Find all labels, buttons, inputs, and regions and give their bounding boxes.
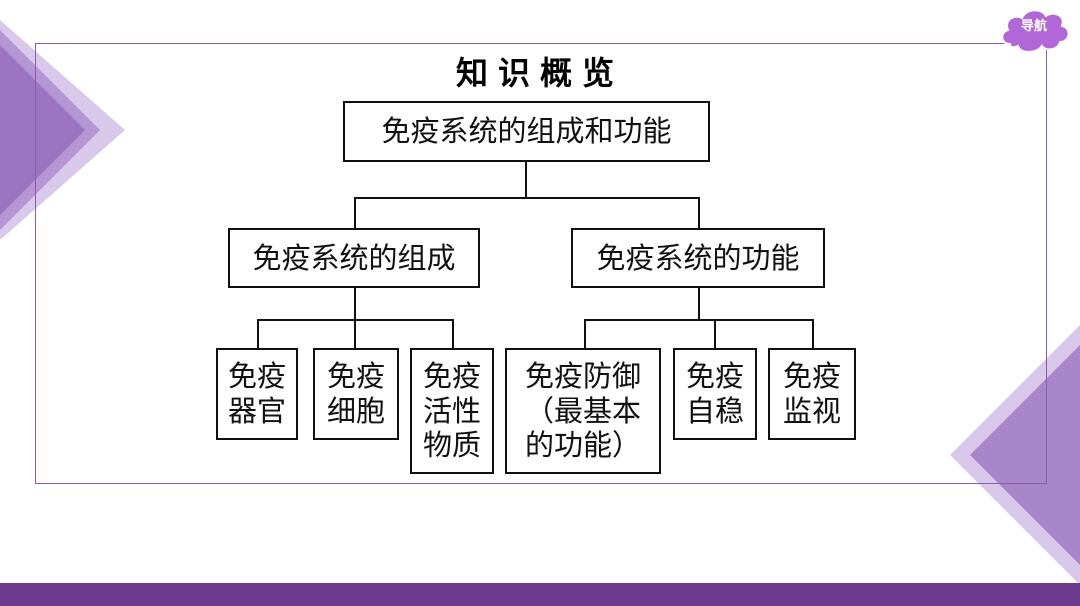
node-immune-active-substances: 免疫 活性 物质 <box>410 348 494 474</box>
connector-right-drop <box>698 197 700 229</box>
connector-left-stem <box>354 287 356 320</box>
connector-root-bar <box>354 197 700 199</box>
connector-right-child1 <box>584 319 586 349</box>
nav-button[interactable]: 导航 <box>1020 19 1047 34</box>
node-immune-homeostasis: 免疫 自稳 <box>673 348 757 440</box>
nav-cloud-icon[interactable] <box>998 4 1072 56</box>
connector-right-stem <box>698 287 700 320</box>
connector-left-drop <box>354 197 356 229</box>
content-frame <box>35 43 1047 484</box>
node-immune-defense: 免疫防御 （最基本 的功能） <box>505 348 661 474</box>
connector-right-child3 <box>812 319 814 349</box>
node-composition: 免疫系统的组成 <box>228 228 480 288</box>
connector-right-bar <box>584 319 814 321</box>
connector-root-stem <box>525 160 527 198</box>
node-immune-organs: 免疫 器官 <box>216 348 298 440</box>
connector-left-child1 <box>257 319 259 349</box>
connector-left-child3 <box>452 319 454 349</box>
page-title: 知识概览 <box>455 54 624 92</box>
node-immune-cells: 免疫 细胞 <box>313 348 399 440</box>
connector-right-child2 <box>714 319 716 349</box>
node-immune-surveillance: 免疫 监视 <box>768 348 856 440</box>
node-root: 免疫系统的组成和功能 <box>343 101 710 162</box>
connector-left-child2 <box>354 319 356 349</box>
bottom-bar <box>0 583 1080 606</box>
node-function: 免疫系统的功能 <box>571 228 825 288</box>
